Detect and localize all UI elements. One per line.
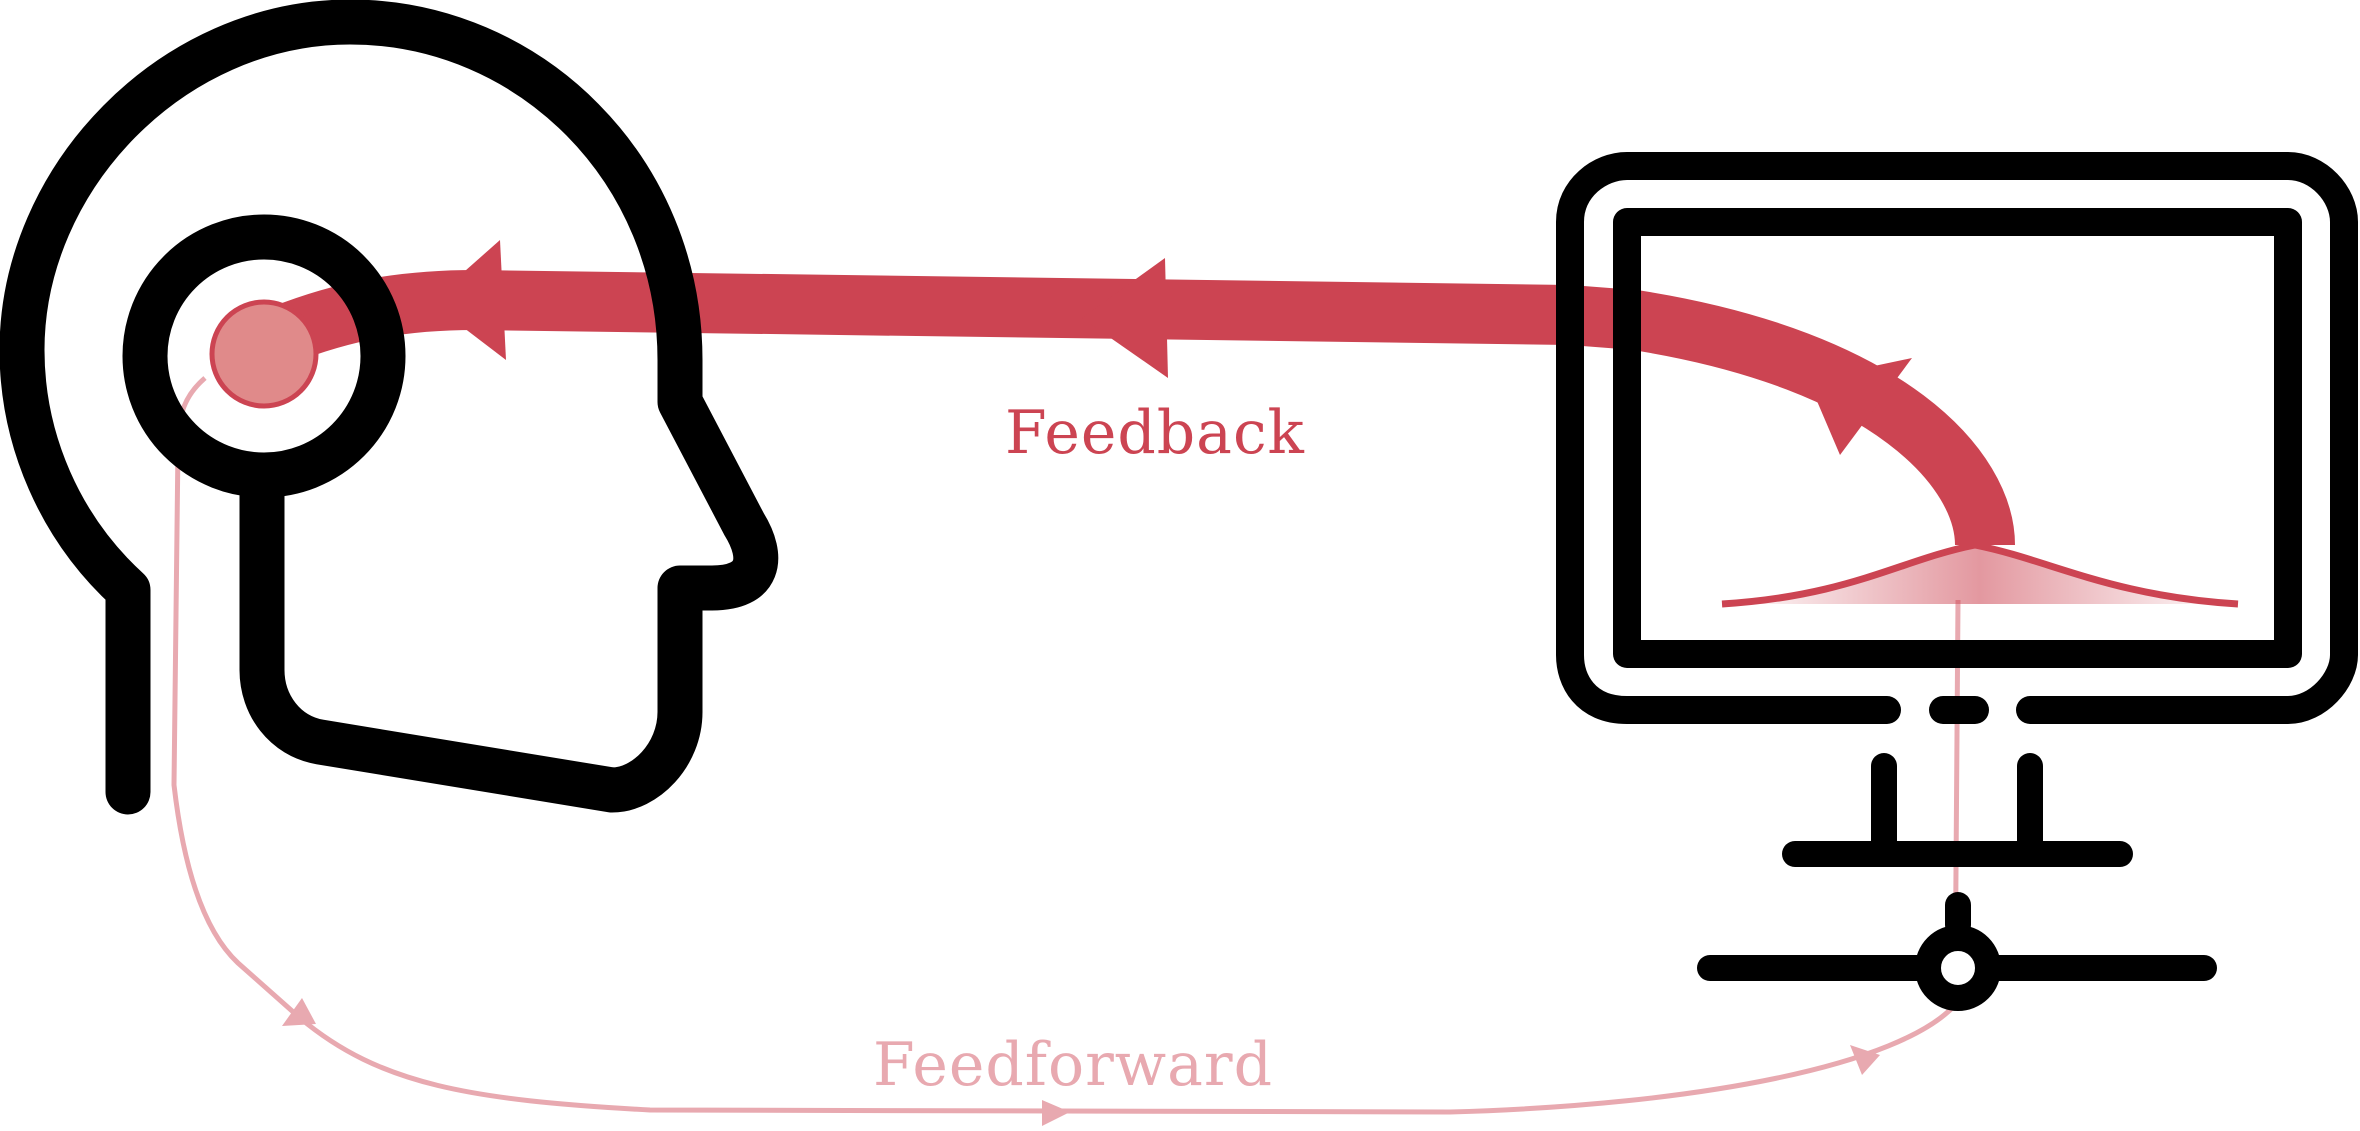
monitor-screen (1613, 208, 2302, 668)
monitor-icon (1556, 152, 2358, 1011)
feedback-arrow-head (430, 240, 506, 360)
feedback-arrow-middle (1082, 258, 1168, 378)
distribution-fill (1722, 545, 2238, 604)
eye-pupil (209, 299, 319, 409)
feedforward-label: Feedforward (873, 1030, 1273, 1100)
monitor-stand (1871, 753, 2043, 859)
monitor-bezel (1556, 152, 2358, 724)
feedforward-path (171, 376, 1961, 1126)
feedforward-arrow-start (282, 998, 316, 1026)
feedforward-arrow-end (1850, 1045, 1880, 1075)
feedback-label: Feedback (1005, 398, 1305, 468)
feedforward-line (171, 376, 1961, 1115)
head-outline (0, 0, 779, 815)
network-node (1915, 925, 2001, 1011)
feedback-line (258, 270, 2015, 547)
eye-ring (122, 214, 406, 498)
feedback-path (258, 240, 2015, 547)
head-profile-icon (0, 0, 779, 815)
distribution-curve (1721, 541, 2239, 608)
feedback-arrow-screen (1808, 358, 1912, 455)
feedforward-arrow-middle (1042, 1100, 1070, 1126)
